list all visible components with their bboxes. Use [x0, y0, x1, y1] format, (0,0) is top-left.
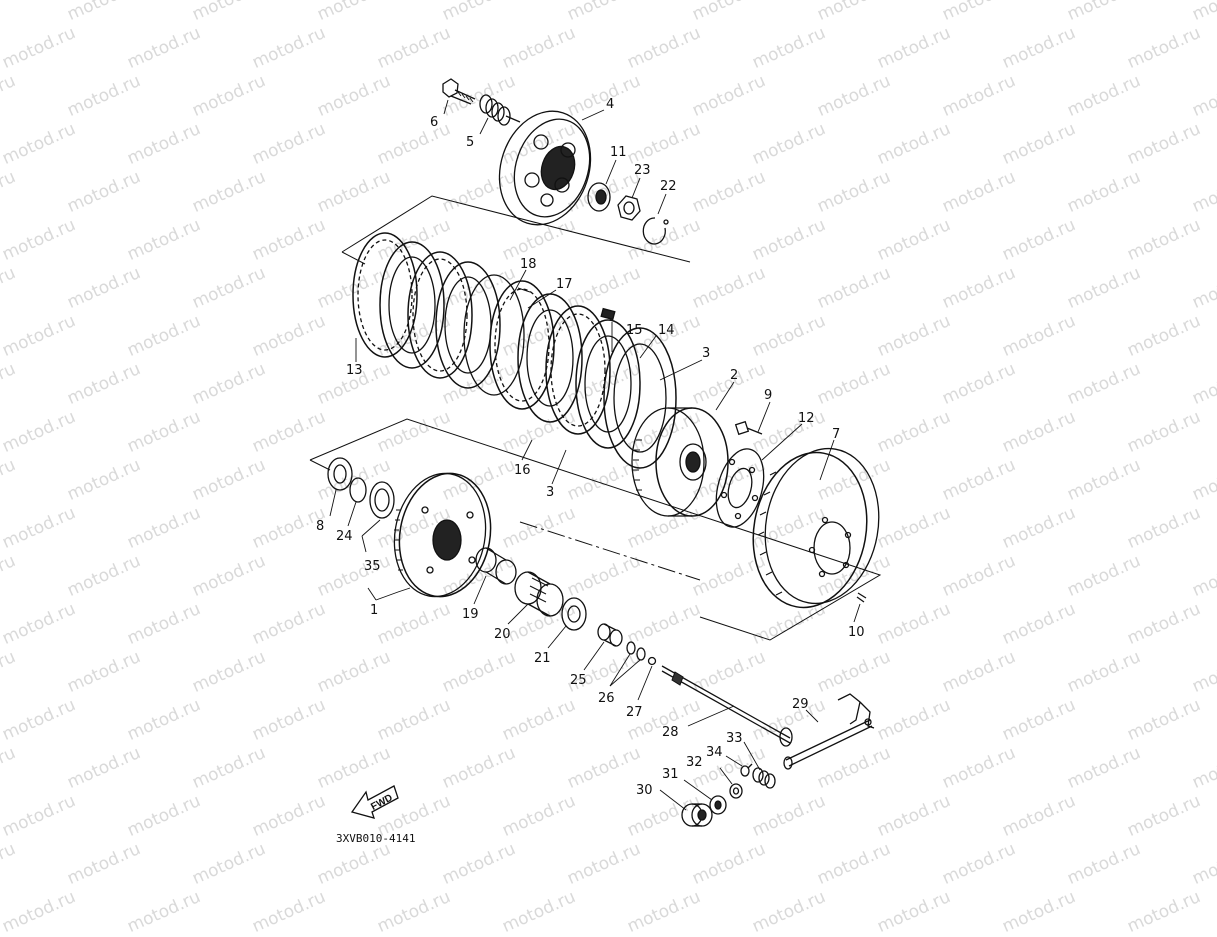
- pin-10: [857, 593, 866, 602]
- callout-15: 15: [626, 323, 643, 338]
- plate-group-frame: [310, 196, 880, 640]
- callout-6: 6: [430, 115, 438, 130]
- friction-plate-stack: [353, 233, 676, 468]
- bolt-6: [443, 79, 475, 104]
- callout-8: 8: [316, 519, 324, 534]
- ball-27: [649, 658, 656, 665]
- callout-33: 33: [726, 731, 743, 746]
- callout-35: 35: [364, 559, 381, 574]
- bearing-11: [588, 183, 610, 211]
- callout-20: 20: [494, 627, 511, 642]
- callout-13: 13: [346, 363, 363, 378]
- callout-25: 25: [570, 673, 587, 688]
- callout-9: 9: [764, 388, 772, 403]
- oil-seal-30: [682, 804, 712, 826]
- screw-34: [741, 764, 752, 776]
- push-lever-shaft-29: [784, 694, 874, 769]
- callout-3-bottom: 3: [546, 485, 554, 500]
- o-ring-24: [350, 478, 366, 502]
- callout-21: 21: [534, 651, 551, 666]
- washer-21: [562, 598, 586, 630]
- callout-17: 17: [556, 277, 573, 292]
- pressure-plate-4: [485, 99, 605, 237]
- callout-16: 16: [514, 463, 531, 478]
- callout-11: 11: [610, 145, 627, 160]
- callout-14: 14: [658, 323, 675, 338]
- callout-3-top: 3: [702, 346, 710, 361]
- exploded-view-drawing: 4 5 6 11 23 22 18 17 15 14 3 2 9 12 7 13…: [0, 0, 1217, 845]
- leader-lines: [330, 100, 860, 810]
- needle-bearing-20: [515, 572, 563, 616]
- washer-32: [730, 784, 742, 798]
- callout-5: 5: [466, 135, 474, 150]
- callout-12: 12: [798, 411, 815, 426]
- callout-27: 27: [626, 705, 643, 720]
- fwd-label: FWD: [369, 792, 394, 812]
- callout-30: 30: [636, 783, 653, 798]
- clutch-housing-7: [741, 439, 890, 616]
- callout-19: 19: [462, 607, 479, 622]
- circlip-22: [643, 218, 668, 244]
- spacer-19: [476, 548, 516, 584]
- callout-2: 2: [730, 368, 738, 383]
- callout-10: 10: [848, 625, 865, 640]
- push-rod-25: [598, 624, 622, 646]
- seal-35: [370, 482, 394, 518]
- o-rings-26: [627, 642, 645, 660]
- callout-7: 7: [832, 427, 840, 442]
- callout-24: 24: [336, 529, 353, 544]
- callout-18: 18: [520, 257, 537, 272]
- primary-driven-gear-1: [385, 466, 500, 604]
- callout-26: 26: [598, 691, 615, 706]
- callout-28: 28: [662, 725, 679, 740]
- plate-12: [708, 444, 771, 533]
- fwd-direction-arrow: FWD: [352, 786, 398, 818]
- nut-31: [710, 796, 726, 814]
- callout-1: 1: [370, 603, 378, 618]
- callout-labels: 4 5 6 11 23 22 18 17 15 14 3 2 9 12 7 13…: [316, 97, 865, 798]
- clutch-spring-5: [480, 95, 520, 125]
- callout-31: 31: [662, 767, 679, 782]
- spring-33: [753, 768, 775, 788]
- clutch-boss-2: [632, 408, 728, 516]
- damper-15: [601, 309, 615, 320]
- nut-23: [618, 196, 640, 220]
- bolt-9: [736, 422, 762, 435]
- callout-23: 23: [634, 163, 651, 178]
- drawing-code: 3XVB010-4141: [336, 832, 415, 845]
- callout-29: 29: [792, 697, 809, 712]
- callout-4: 4: [606, 97, 614, 112]
- callout-32: 32: [686, 755, 703, 770]
- callout-22: 22: [660, 179, 677, 194]
- push-rod-28: [662, 666, 792, 746]
- callout-34: 34: [706, 745, 723, 760]
- washer-8: [328, 458, 352, 490]
